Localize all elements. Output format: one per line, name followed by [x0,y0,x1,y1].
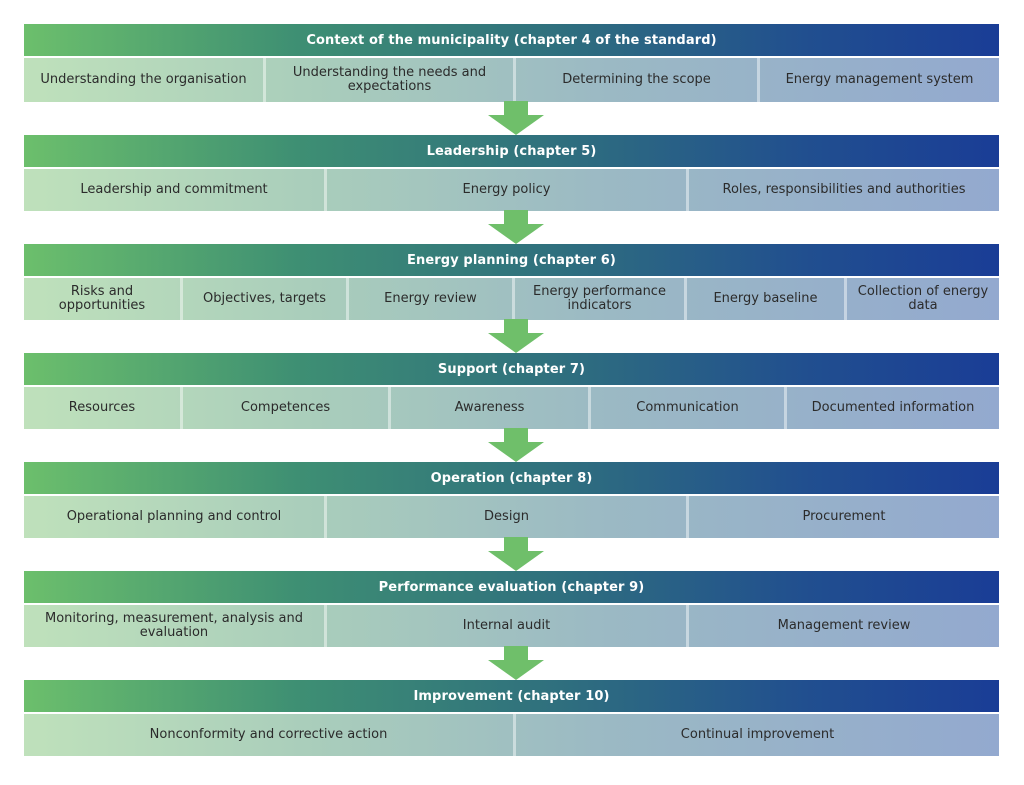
item-understanding-organisation: Understanding the organisation [24,58,266,102]
flow-arrow [488,646,544,680]
section-operation: Operation (chapter 8) Operational planni… [24,462,999,538]
item-roles-responsibilities: Roles, responsibilities and authorities [722,182,966,197]
section-performance-evaluation: Performance evaluation (chapter 9) Monit… [24,571,999,647]
section-support: Support (chapter 7) Resources Competence… [24,353,999,429]
flow-arrow [488,537,544,571]
item-collection-energy-data: Collection of energy data [857,284,989,313]
item-awareness: Awareness [391,387,591,429]
flow-arrow [488,101,544,135]
item-management-review: Management review [777,618,911,633]
item-objectives-targets: Objectives, targets [183,278,349,320]
item-energy-review: Energy review [349,278,515,320]
flow-arrow [488,428,544,462]
section-row: Understanding the organisation Understan… [24,58,999,102]
section-leadership: Leadership (chapter 5) Leadership and co… [24,135,999,211]
item-procurement: Procurement [802,509,886,524]
flow-arrow [488,210,544,244]
item-energy-baseline: Energy baseline [687,278,847,320]
section-header: Energy planning (chapter 6) [24,244,999,276]
section-row: Leadership and commitment Energy policy … [24,169,999,211]
section-header: Improvement (chapter 10) [24,680,999,712]
item-risks-opportunities: Risks and opportunities [24,278,183,320]
item-competences: Competences [183,387,391,429]
section-header: Operation (chapter 8) [24,462,999,494]
section-row: Monitoring, measurement, analysis and ev… [24,605,999,647]
item-communication: Communication [591,387,787,429]
section-context: Context of the municipality (chapter 4 o… [24,24,999,102]
item-energy-management-system: Energy management system [785,72,974,87]
item-resources: Resources [24,387,183,429]
item-operational-planning: Operational planning and control [24,496,327,538]
item-documented-information: Documented information [811,400,975,415]
section-improvement: Improvement (chapter 10) Nonconformity a… [24,680,999,756]
section-row: Resources Competences Awareness Communic… [24,387,999,429]
section-row: Operational planning and control Design … [24,496,999,538]
section-header: Performance evaluation (chapter 9) [24,571,999,603]
section-row: Nonconformity and corrective action Cont… [24,714,999,756]
flow-arrow [488,319,544,353]
item-understanding-needs: Understanding the needs and expectations [266,58,516,102]
item-design: Design [327,496,689,538]
item-continual-improvement: Continual improvement [680,727,835,742]
section-header: Context of the municipality (chapter 4 o… [24,24,999,56]
section-header: Support (chapter 7) [24,353,999,385]
item-monitoring-measurement: Monitoring, measurement, analysis and ev… [24,605,327,647]
item-internal-audit: Internal audit [327,605,689,647]
item-energy-performance-indicators: Energy performance indicators [515,278,687,320]
section-header: Leadership (chapter 5) [24,135,999,167]
item-energy-policy: Energy policy [327,169,689,211]
section-row: Risks and opportunities Objectives, targ… [24,278,999,320]
item-determining-scope: Determining the scope [516,58,760,102]
item-nonconformity-corrective-action: Nonconformity and corrective action [24,714,516,756]
section-energy-planning: Energy planning (chapter 6) Risks and op… [24,244,999,320]
item-leadership-commitment: Leadership and commitment [24,169,327,211]
